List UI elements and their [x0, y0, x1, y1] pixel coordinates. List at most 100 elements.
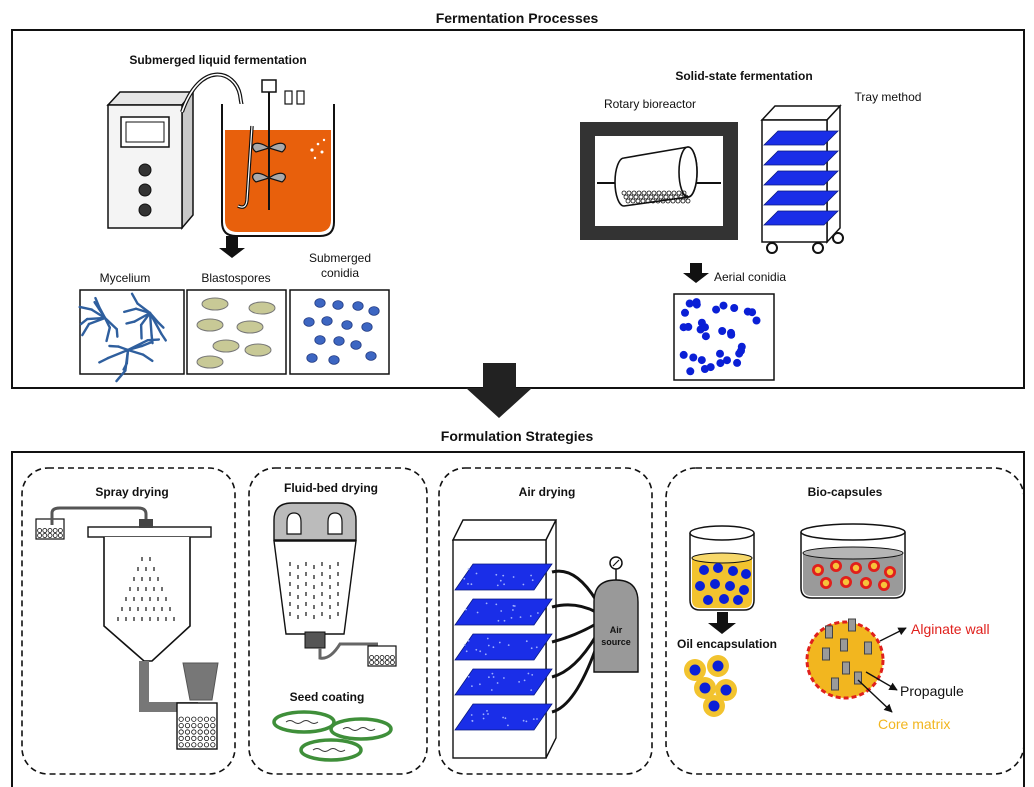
particle — [203, 729, 210, 735]
submerged-conidium — [314, 298, 326, 308]
air-tray-speck — [465, 650, 468, 653]
oil-bead — [713, 563, 723, 573]
particle — [37, 528, 42, 533]
oil-capsule-core — [689, 664, 701, 676]
aerial-conidium — [716, 359, 725, 368]
air-tray-speck — [475, 648, 478, 651]
oil-encapsulation-label: Oil encapsulation — [677, 637, 777, 651]
particle — [384, 660, 390, 665]
particle — [58, 528, 63, 533]
aerial-conidium — [723, 356, 731, 365]
hypha-branch — [78, 305, 93, 311]
aerial-conidium — [697, 356, 706, 365]
particle — [203, 722, 210, 729]
air-tray-speck — [471, 685, 473, 687]
hypha-branch — [160, 332, 167, 342]
core-pointer — [857, 679, 893, 713]
hypha — [87, 316, 107, 326]
substrate-bead — [631, 190, 637, 196]
solid-state-down-arrow — [683, 263, 709, 283]
hypha-branch — [140, 341, 153, 348]
air-tray-speck — [475, 572, 478, 575]
submerged-title: Submerged liquid fermentation — [129, 53, 306, 67]
substrate-bead — [680, 198, 686, 204]
substrate-bead — [636, 190, 642, 196]
substrate-bead — [628, 194, 634, 200]
substrate-bead — [621, 190, 627, 196]
air-tray-speck — [523, 679, 526, 682]
particle — [178, 722, 184, 729]
oil-down-arrow — [708, 612, 736, 634]
hypha-branch — [157, 321, 165, 329]
hypha-branch — [125, 320, 136, 325]
propagule-label-mycelium: Mycelium — [100, 271, 151, 285]
aerial-conidium — [743, 307, 752, 316]
propagule-label: Propagule — [900, 683, 964, 699]
coated-seed — [272, 710, 336, 734]
particle — [47, 528, 53, 533]
particle — [374, 655, 380, 660]
blastospore — [244, 343, 272, 357]
air-tray-speck — [482, 713, 485, 716]
alginate-bead-core — [842, 578, 850, 586]
air-pipe — [551, 569, 598, 601]
propagule-cell — [822, 647, 830, 661]
air-tray-speck — [495, 573, 498, 576]
core-matrix-label: Core matrix — [878, 716, 950, 732]
alginate-bead-core — [862, 579, 870, 587]
air-tray-speck — [531, 674, 534, 676]
oil-bead — [728, 566, 738, 576]
fluid-bed-section — [248, 467, 428, 775]
air-tray — [454, 598, 553, 626]
air-tray-speck — [510, 617, 513, 619]
air-tray-speck — [530, 647, 533, 650]
particle — [389, 655, 395, 660]
aerial-conidia-label: Aerial conidia — [714, 270, 786, 284]
particle — [37, 533, 42, 538]
substrate-bead — [655, 198, 661, 204]
propagule-label-submerged-line2: conidia — [321, 266, 359, 280]
aerial-conidium — [701, 332, 710, 341]
hypha-branch — [141, 353, 154, 363]
rotary-bioreactor — [580, 122, 738, 240]
hypha — [98, 306, 107, 320]
blastospore — [196, 318, 224, 332]
particle — [379, 655, 385, 660]
rotary-bioreactor-label: Rotary bioreactor — [604, 97, 696, 111]
aerial-conidium — [727, 330, 736, 339]
tray-shelf — [763, 210, 839, 226]
hypha — [124, 348, 130, 372]
alginate-bead-core — [852, 564, 860, 572]
substrate-bead — [681, 190, 687, 196]
air-tray-speck — [496, 682, 499, 684]
submerged-conidium — [350, 340, 362, 350]
coated-seed — [299, 738, 363, 762]
blastospore — [196, 355, 224, 369]
submerged-conidium — [306, 353, 318, 363]
oil-bead — [725, 581, 735, 591]
substrate-bead — [656, 190, 662, 196]
substrate-bead — [660, 198, 666, 204]
oil-capsule-core — [708, 700, 720, 712]
air-tray-speck — [522, 719, 525, 722]
air-drying-cabinet — [451, 519, 598, 759]
aerial-conidium — [718, 327, 727, 335]
air-tray-speck — [484, 653, 487, 656]
tray-shelf — [763, 190, 839, 206]
air-tray-speck — [502, 716, 504, 719]
propagule-cell — [840, 638, 848, 652]
propagule-cell — [842, 661, 850, 675]
solid-state-title: Solid-state fermentation — [675, 69, 812, 83]
particle — [210, 722, 216, 729]
particle — [210, 716, 216, 722]
particle — [210, 729, 216, 735]
hypha — [136, 302, 152, 315]
substrate-bead — [676, 190, 682, 196]
air-tray-speck — [479, 650, 482, 653]
air-drying-section — [438, 467, 653, 775]
oil-capsule-core — [720, 684, 732, 696]
air-tray-speck — [463, 577, 466, 580]
bio-capsules-title: Bio-capsules — [808, 485, 883, 499]
fluid-bed-dryer — [273, 502, 397, 667]
air-tray-speck — [503, 677, 505, 679]
